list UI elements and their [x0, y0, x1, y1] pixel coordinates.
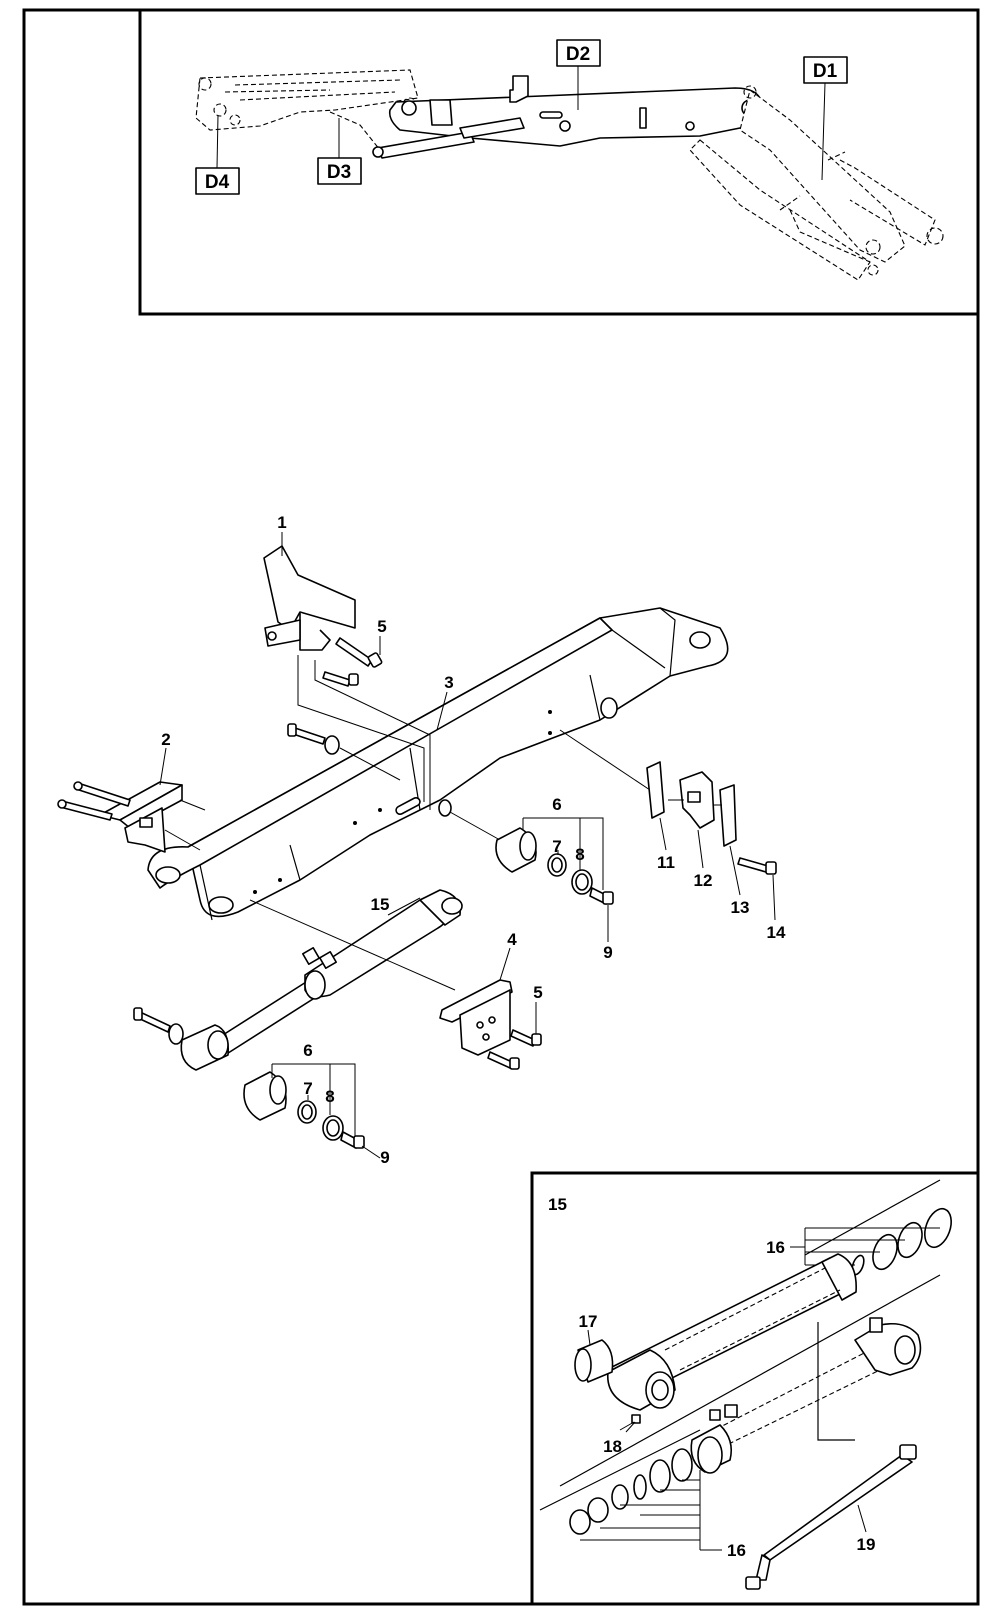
label-d4: D4 [205, 172, 230, 193]
part-pin-group-upper [449, 811, 614, 905]
part-clamp-group [559, 729, 777, 875]
detail-callout-16-upper: 16 [766, 1238, 785, 1257]
detail-callout-16-lower: 16 [727, 1541, 746, 1560]
callout-14: 14 [767, 923, 786, 942]
part-bracket-1 [263, 545, 431, 810]
callout-2: 2 [161, 730, 170, 749]
part-bolt-washer-lower [133, 1007, 184, 1045]
main-exploded-view: 1 5 3 2 6 7 8 9 11 12 13 14 15 4 5 6 7 8… [57, 513, 786, 1167]
overview-drawing: D1 D2 D3 D4 [195, 39, 944, 281]
label-box-d3 [317, 157, 362, 185]
callout-4: 4 [507, 930, 517, 949]
part-bolts-5-upper [322, 637, 383, 687]
callout-8-lower: 8 [325, 1087, 334, 1106]
callout-9-upper: 9 [603, 943, 612, 962]
label-d3: D3 [327, 162, 351, 183]
detail-cylinder-view: 15 [539, 1179, 952, 1590]
callout-5-upper: 5 [377, 617, 386, 636]
part-bracket-2 [57, 781, 206, 853]
detail-title: 15 [548, 1195, 567, 1214]
callout-15: 15 [371, 895, 390, 914]
part-cylinder-15 [180, 889, 463, 1071]
overview-frame [138, 8, 980, 316]
part-bracket-4 [439, 979, 542, 1070]
callout-8-upper: 8 [575, 845, 584, 864]
callout-6-lower: 6 [303, 1041, 312, 1060]
callout-7-upper: 7 [552, 837, 561, 856]
callout-1: 1 [277, 513, 286, 532]
callout-7-lower: 7 [303, 1079, 312, 1098]
part-bolt-washer-mid [287, 723, 401, 781]
part-pin-group-lower [243, 1063, 365, 1149]
callout-13: 13 [731, 898, 750, 917]
callout-11: 11 [657, 853, 675, 872]
label-d2: D2 [566, 44, 590, 65]
detail-callout-17: 17 [579, 1312, 598, 1331]
callout-12: 12 [694, 871, 713, 890]
label-box-d1 [803, 56, 848, 84]
callout-3: 3 [444, 673, 453, 692]
part-boom-arm [147, 607, 729, 921]
detail-callout-18: 18 [603, 1437, 622, 1456]
callout-9-lower: 9 [380, 1148, 389, 1167]
callout-5-lower: 5 [533, 983, 542, 1002]
label-d1: D1 [813, 61, 838, 82]
detail-frame [530, 1171, 980, 1606]
detail-callout-19: 19 [857, 1535, 876, 1554]
callout-6-upper: 6 [552, 795, 561, 814]
